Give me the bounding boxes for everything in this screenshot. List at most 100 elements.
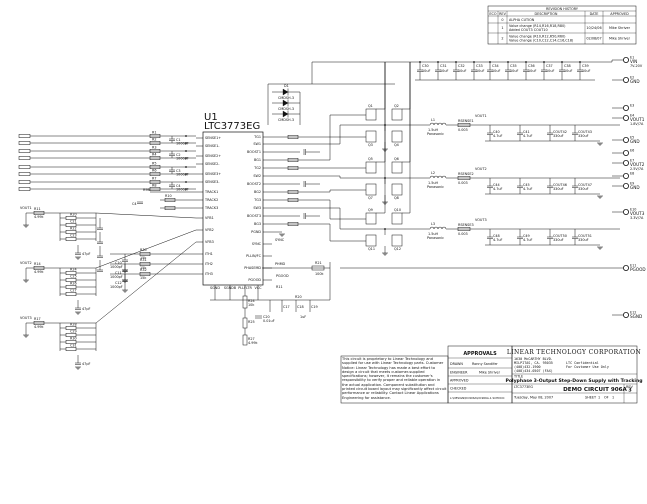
capacitor-value: 47pF [82,362,90,366]
ic-pin-label: SENSE3- [205,180,220,184]
resistor-label: R32 [140,268,147,272]
mosfet-label: Q8 [394,196,399,200]
svg-text:100k: 100k [315,272,323,276]
resistor-label: R3 [152,146,157,150]
ic-pin-label: TRACK3 [204,206,218,210]
diode-d2 [272,99,300,107]
resistor-label: R31 [140,258,147,262]
ic-number: LTC3773EG [514,385,533,389]
terminal-designator: E1 [630,56,634,60]
capacitor-label: C4 [132,202,137,206]
capacitor-value: 10uF [546,69,554,73]
capacitor-label: C37 [546,64,553,68]
ic-pin-label: BOOST2 [247,182,261,186]
terminal-turret [623,105,630,112]
capacitor-value: 10uF [440,69,448,73]
company-address-line: MILPITAS, CA. 95035 [514,361,553,365]
output-cap-label: C41 [523,130,530,134]
capacitor-label: C35 [510,64,517,68]
capacitor-label: C4 [176,184,181,188]
ic-u1: U1 LTC3773EG SENSE1+SENSE1-SENSE2+SENSE2… [196,112,372,290]
approval-role: APPROVED [450,379,469,383]
ic-pin-label: SENSE1- [205,144,220,148]
terminal-name: VOUT2 [630,162,645,167]
inductor-label: L1 [431,118,435,122]
revision-row-rev: 0 [501,18,503,22]
vout-net-label: VOUT1 [20,206,32,210]
inductor-value: 1.5uH [428,232,439,236]
mosfet-label: Q1 [368,104,373,108]
capacitor-label: C2 [176,153,181,157]
ic-pin-label: VCC [254,286,262,290]
capacitor-label: C36 [528,64,535,68]
capacitor-value: 1000pF [110,275,123,279]
capacitor-value: 1000pF [176,173,189,177]
mosfet-label: Q6 [394,157,399,161]
revision-row-approved: Mike Shriver [609,26,631,30]
output-rating: 3.3V/7A [630,216,644,220]
terminal-turret [623,115,630,122]
resistor-label: R14 [34,262,41,266]
mosfet-label: Q12 [394,247,401,251]
svg-text:D1: D1 [284,84,289,88]
terminal-designator: E11 [630,264,636,268]
capacitor-label: C32 [458,64,465,68]
revision-header-date: DATE [590,12,599,16]
ic-pin-label: VFB2 [205,228,214,232]
ic-right-pins: TG1SW1BOOST1BG1TG2SW2BOOST2BG2TG3SW3BOOS… [244,114,372,282]
output-cap-label: C40 [493,130,500,134]
vout-net-label: VOUT1 [475,114,487,118]
output-cap-value: 4.7uF [523,187,533,191]
sense-resistor-label: RSENSE1 [458,119,474,123]
sense-resistor-value: 0.003 [458,181,468,185]
revision-row-desc: Value change (R10,R12,R50,R60) [509,35,566,39]
resistor-label: R4 [152,153,157,157]
output-cap-label: C49 [523,234,530,238]
resistor-label: R5 [152,162,157,166]
capacitor-value: 10uF [422,69,430,73]
revision-row-rev: 1 [501,26,503,30]
capacitor-value: 1000pF [176,188,189,192]
terminal-turret [623,208,630,215]
output-cap-value: 4.7uF [493,238,503,242]
svg-text:OF: OF [604,396,609,400]
svg-text:R20: R20 [295,295,302,299]
mosfet-high-side [391,212,403,225]
sense-resistor-label: RSENSE2 [458,172,474,176]
approval-name: Ronny Sandifer [472,362,498,366]
mosfet-label: Q4 [394,143,399,147]
mosfet-label: Q11 [368,247,375,251]
svg-text:1uF: 1uF [300,315,306,319]
input-voltage-range: 7V-20V [630,64,643,68]
ic-pin-label: ITH1 [205,252,213,256]
component-label: R26 [70,282,77,286]
ic-pin-label: SYNC [252,242,262,246]
capacitor-label: C3 [176,169,181,173]
capacitor-value: 1000pF [110,285,123,289]
component-label: R30 [70,337,77,341]
mosfet-low-side [365,130,377,143]
ic-pin-label: TG2 [253,166,261,170]
revision-header-description: DESCRIPTION [535,12,558,16]
resistor-value: 15k [140,266,146,270]
approvals-block: APPROVALS DRAWN Ronny Sandifer ENGINEER … [447,345,513,404]
revision-row-desc: Value change (R14,R16,R18,R80) [509,24,566,28]
component-label: C21 [70,220,77,224]
mosfet-high-side [391,108,403,121]
company-name: LINEAR TECHNOLOGY CORPORATION [507,349,641,356]
capacitor-value: 1000pF [110,265,123,269]
svg-text:R21: R21 [315,261,322,265]
title-label: TITLE [513,375,523,379]
capacitor-value: 10uF [492,69,500,73]
mosfet-low-side [365,183,377,196]
revision-row-rev: 2 [501,37,503,41]
ic-pin-label: VFB3 [205,240,214,244]
boost-diodes: D1 CMDSH-3 CMDSH-3 CMDSH-3 [267,83,312,125]
ic-pin-label: SENSE3+ [205,172,221,176]
ic-part-number: LTC3773EG [204,121,260,132]
output-cap-value: 330uF [578,238,589,242]
diode-d3 [272,110,300,118]
revision-history-table: REVISION HISTORY ECO REV DESCRIPTION DAT… [487,5,637,45]
